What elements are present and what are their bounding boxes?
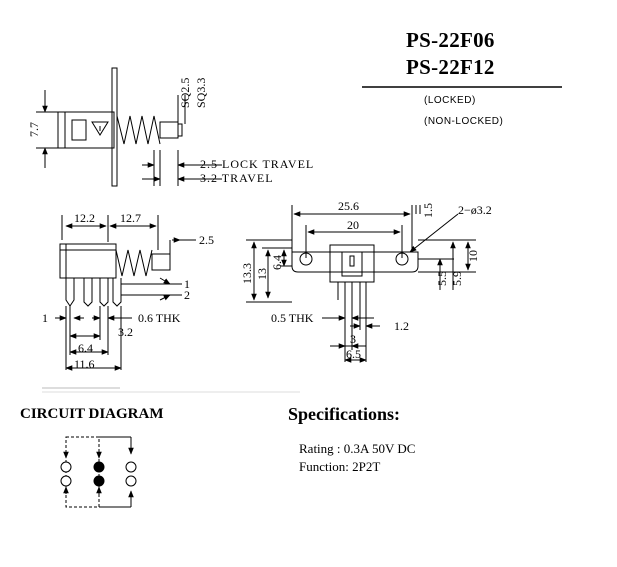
dim-2-right: 2: [184, 288, 190, 302]
contact-open-4: [125, 475, 137, 487]
dim-6-4-bracket: 6.4: [270, 255, 284, 270]
dim-10: 10: [466, 250, 480, 262]
model-title-2: PS-22F12: [406, 55, 495, 79]
bracket-view: [246, 205, 476, 363]
dim-7-7: 7.7: [27, 122, 41, 137]
dim-13-3: 13.3: [240, 263, 254, 284]
dim-5-9: 5.9: [450, 271, 464, 286]
side-view: [36, 67, 222, 187]
contact-open-1: [60, 461, 72, 473]
contact-open-2: [125, 461, 137, 473]
dim-11-6: 11.6: [74, 357, 95, 371]
dim-1-2: 1.2: [394, 319, 409, 333]
thk-0-6: 0.6 THK: [138, 311, 181, 325]
circuit-diagram-title: CIRCUIT DIAGRAM: [20, 406, 164, 422]
locked-label: (LOCKED): [424, 95, 476, 106]
spec-rating: Rating : 0.3A 50V DC: [299, 441, 416, 456]
dim-12-2: 12.2: [74, 211, 95, 225]
dim-sq2-5: SQ2.5: [178, 78, 192, 108]
dim-12-7: 12.7: [120, 211, 141, 225]
dim-2-5-front: 2.5: [199, 233, 214, 247]
dim-1-left: 1: [42, 311, 48, 325]
lock-travel-label: 2.5 LOCK TRAVEL: [200, 157, 314, 171]
travel-label: 3.2 TRAVEL: [200, 171, 274, 185]
dim-1-5: 1.5: [421, 203, 435, 218]
dim-20: 20: [347, 218, 359, 232]
dim-13: 13: [255, 268, 269, 280]
dim-1-right: 1: [184, 277, 190, 291]
dim-6-4: 6.4: [78, 341, 93, 355]
dim-3: 3: [350, 332, 356, 346]
front-view: [55, 215, 196, 371]
specifications-title: Specifications:: [288, 404, 400, 424]
contact-common-2: [93, 475, 105, 487]
dim-sq3-3: SQ3.3: [194, 78, 208, 108]
contact-open-3: [60, 475, 72, 487]
hole-callout: 2−ø3.2: [458, 203, 492, 217]
dim-25-6: 25.6: [338, 199, 359, 213]
spec-function: Function: 2P2T: [299, 459, 381, 474]
dim-5-5: 5.5: [435, 271, 449, 286]
dim-3-2: 3.2: [118, 325, 133, 339]
dim-6-5: 6.5: [346, 347, 361, 361]
model-title-1: PS-22F06: [406, 28, 495, 52]
thk-0-5: 0.5 THK: [271, 311, 314, 325]
contact-common-1: [93, 461, 105, 473]
non-locked-label: (NON-LOCKED): [424, 116, 504, 127]
